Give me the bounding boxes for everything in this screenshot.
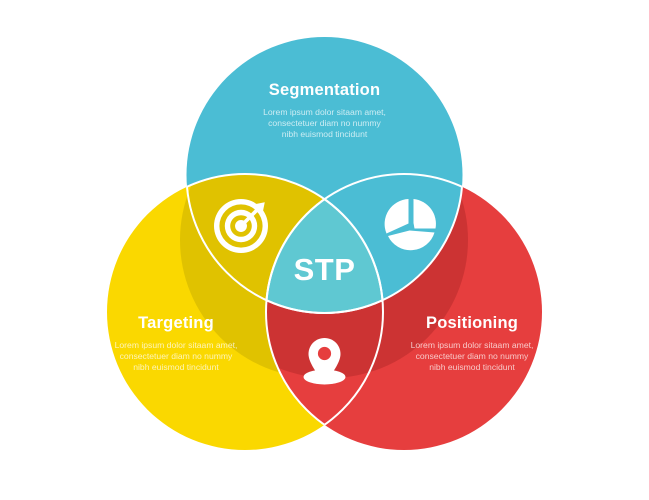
center-label-stp: STP xyxy=(294,252,356,287)
targeting-desc-line3: nibh euismod tincidunt xyxy=(133,362,219,372)
targeting-text-block: Targeting Lorem ipsum dolor sitaam amet,… xyxy=(115,314,238,372)
positioning-desc-line2: consectetuer diam no nummy xyxy=(416,351,529,361)
targeting-desc-line1: Lorem ipsum dolor sitaam amet, xyxy=(115,340,238,350)
positioning-title: Positioning xyxy=(426,314,518,332)
positioning-desc-line3: nibh euismod tincidunt xyxy=(429,362,515,372)
segmentation-text-block: Segmentation Lorem ipsum dolor sitaam am… xyxy=(263,81,386,139)
targeting-desc-line2: consectetuer diam no nummy xyxy=(120,351,233,361)
map-pin-icon xyxy=(303,338,346,385)
segmentation-title: Segmentation xyxy=(269,81,381,99)
targeting-title: Targeting xyxy=(138,314,214,332)
target-bullseye-arrow-icon xyxy=(214,199,268,253)
segmentation-desc-line1: Lorem ipsum dolor sitaam amet, xyxy=(263,107,386,117)
map-pin-hole xyxy=(317,346,332,361)
pie-chart-people-icon xyxy=(384,199,436,251)
segmentation-desc-line2: consectetuer diam no nummy xyxy=(268,118,381,128)
positioning-desc-line1: Lorem ipsum dolor sitaam amet, xyxy=(411,340,534,350)
segmentation-desc-line3: nibh euismod tincidunt xyxy=(282,129,368,139)
positioning-text-block: Positioning Lorem ipsum dolor sitaam ame… xyxy=(411,314,534,372)
